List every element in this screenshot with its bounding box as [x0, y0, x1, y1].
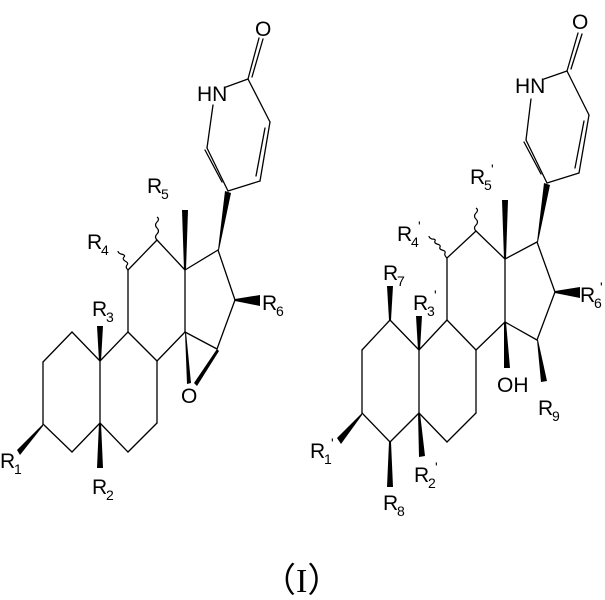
svg-text:R: R	[414, 464, 429, 487]
svg-text:2: 2	[428, 475, 436, 491]
r1-label: R1	[0, 450, 22, 477]
r1-prime-wedge	[337, 413, 362, 444]
nh-label-prime: HN	[515, 75, 545, 98]
svg-text:R: R	[147, 175, 162, 198]
svg-text:R: R	[397, 223, 412, 246]
r6-prime-wedge	[555, 287, 580, 298]
svg-text:': '	[435, 459, 438, 475]
r9-wedge	[537, 340, 547, 382]
r2-prime-wedge	[418, 413, 425, 457]
svg-text:4: 4	[411, 234, 419, 250]
r6-wedge	[235, 295, 260, 306]
ring-a	[42, 331, 101, 453]
hydroxyl-label: OH	[497, 374, 529, 397]
ring-b-prime	[418, 319, 477, 443]
carbonyl-oxygen-label: O	[255, 18, 271, 41]
r8-label: R8	[383, 492, 405, 519]
r5-label: R5	[147, 175, 169, 202]
svg-text:5: 5	[484, 177, 492, 193]
ring-c	[127, 239, 186, 362]
ring-d-prime	[504, 241, 556, 341]
svg-text:': '	[418, 218, 421, 234]
r4-prime-wavy-bond	[428, 235, 448, 259]
r1-wedge	[17, 424, 43, 455]
pyridone-wedge	[218, 191, 231, 250]
svg-text:R: R	[92, 476, 107, 499]
svg-text:6: 6	[276, 303, 284, 319]
r5-prime-label: R5'	[470, 161, 494, 193]
r2-wedge	[97, 423, 103, 468]
r6-label: R6	[262, 292, 284, 319]
r5-wavy-bond	[154, 216, 160, 241]
pyridone-ring-prime	[523, 32, 590, 184]
carbonyl-oxygen-label-prime: O	[572, 11, 588, 34]
r2-label: R2	[92, 476, 114, 503]
svg-text:R: R	[0, 450, 15, 473]
svg-text:7: 7	[397, 273, 405, 289]
ring-a-prime	[361, 319, 420, 443]
pyridone-wedge-prime	[537, 183, 550, 242]
r3-prime-label: R3'	[413, 287, 437, 319]
svg-text:R: R	[92, 298, 107, 321]
r4-prime-label: R4'	[397, 218, 421, 250]
r6-prime-label: R6'	[580, 279, 603, 311]
svg-text:6: 6	[594, 295, 602, 311]
svg-text:R: R	[413, 292, 428, 315]
svg-text:9: 9	[552, 408, 560, 424]
epoxide-bridge	[185, 332, 219, 386]
r8-wedge	[387, 442, 393, 487]
svg-text:3: 3	[106, 309, 114, 325]
formula-caption: （I）	[262, 562, 341, 600]
svg-text:': '	[331, 435, 334, 451]
pyridone-ring	[204, 37, 271, 192]
svg-text:R: R	[383, 492, 398, 515]
svg-text:1: 1	[14, 461, 22, 477]
ring-d	[184, 249, 236, 350]
ring-b	[99, 331, 158, 453]
svg-text:': '	[434, 287, 437, 303]
r7-wedge	[387, 286, 393, 320]
r4-label: R4	[87, 231, 109, 258]
svg-text:R: R	[470, 166, 485, 189]
svg-text:8: 8	[397, 503, 405, 519]
methyl-wedge	[182, 210, 188, 270]
svg-text:R: R	[310, 440, 325, 463]
r2-prime-label: R2'	[414, 459, 438, 491]
svg-text:4: 4	[101, 242, 109, 258]
svg-text:R: R	[383, 262, 398, 285]
oh-wedge	[504, 322, 510, 368]
svg-text:R: R	[87, 231, 102, 254]
r3-label: R3	[92, 298, 114, 325]
structure-right: HN O OH R1' R2' R3' R4' R5' R6' R7 R8 R9	[310, 11, 603, 519]
r1-prime-label: R1'	[310, 435, 334, 467]
svg-text:R: R	[262, 292, 277, 315]
svg-text:': '	[600, 279, 603, 295]
methyl-wedge-prime	[502, 200, 508, 259]
r3-wedge	[97, 326, 103, 361]
nh-label: HN	[197, 83, 227, 106]
svg-text:R: R	[580, 284, 595, 307]
r4-wavy-bond	[117, 250, 129, 271]
svg-text:R: R	[538, 397, 553, 420]
r5-prime-wavy-bond	[473, 207, 479, 232]
svg-text:2: 2	[106, 487, 114, 503]
ring-c-prime	[446, 230, 506, 351]
svg-text:1: 1	[324, 451, 332, 467]
r9-label: R9	[538, 397, 560, 424]
svg-text:3: 3	[427, 303, 435, 319]
r3-prime-wedge	[416, 316, 422, 350]
structure-left: HN O O R1 R2 R3 R4 R5 R6	[0, 18, 284, 503]
svg-text:': '	[491, 161, 494, 177]
r7-label: R7	[383, 262, 405, 289]
svg-text:5: 5	[161, 186, 169, 202]
epoxide-oxygen-label: O	[181, 385, 197, 408]
